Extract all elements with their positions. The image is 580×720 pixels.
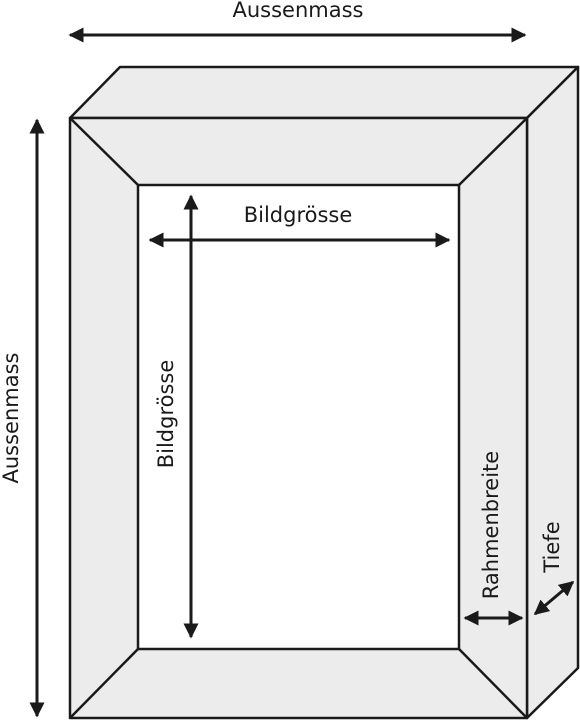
image-width-label: Bildgrösse bbox=[244, 203, 353, 227]
frame-side-face bbox=[525, 65, 580, 720]
outer-width-label: Aussenmass bbox=[233, 0, 364, 22]
frame bbox=[68, 65, 580, 720]
outer-height-label: Aussenmass bbox=[0, 353, 23, 484]
frame-top-face bbox=[68, 65, 580, 120]
miter-bottom-left bbox=[69, 648, 139, 719]
depth-arrow bbox=[533, 580, 575, 616]
miter-top-left bbox=[69, 117, 139, 186]
image-height-label: Bildgrösse bbox=[154, 360, 178, 469]
miter-bottom-right bbox=[458, 648, 528, 719]
frame-width-label: Rahmenbreite bbox=[479, 451, 503, 599]
image-opening bbox=[136, 183, 461, 651]
depth-label: Tiefe bbox=[540, 521, 564, 573]
dimension-arrows bbox=[29, 27, 575, 718]
miter-top-right bbox=[458, 117, 528, 186]
